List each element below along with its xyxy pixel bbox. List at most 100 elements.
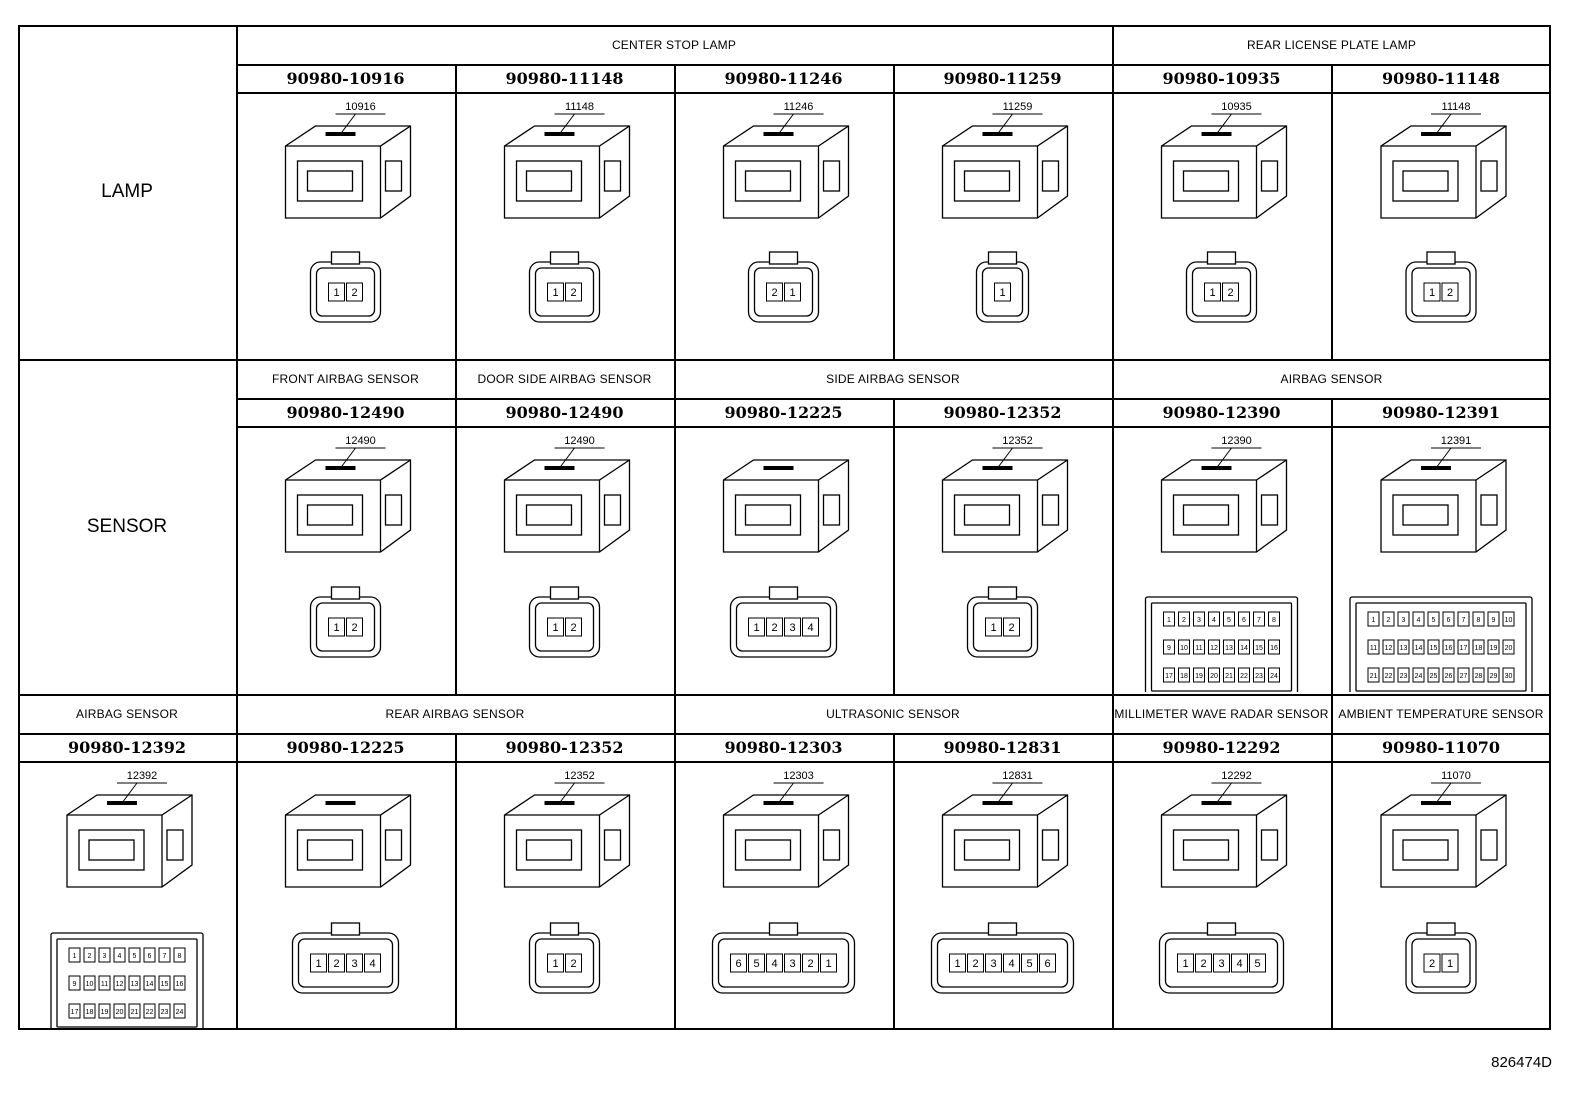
pin-cell <box>565 953 582 973</box>
pin-cell <box>1268 611 1280 627</box>
table-border-left <box>18 25 20 1030</box>
terminal-face-view: 1 <box>975 251 1030 323</box>
pin-cell <box>128 1003 141 1019</box>
pin-number: 1 <box>999 287 1005 299</box>
pin-cell <box>1382 639 1395 655</box>
part-number: 90980-12831 <box>943 737 1062 757</box>
pin-cell <box>1268 639 1280 655</box>
pin-cell <box>1021 953 1038 973</box>
pin-cell <box>985 953 1002 973</box>
pin-cell <box>1178 639 1190 655</box>
pin-number: 6 <box>735 958 741 970</box>
pin-cell <box>1412 639 1425 655</box>
pin-cell <box>1253 639 1265 655</box>
pin-cell <box>346 953 363 973</box>
pin-cell <box>1249 953 1266 973</box>
pin-number: 2 <box>1447 287 1453 299</box>
pin-cell <box>1457 639 1470 655</box>
group-header: AMBIENT TEMPERATURE SENSOR <box>1338 706 1544 721</box>
connector-body-drawing <box>503 125 631 219</box>
pin-cell <box>1253 667 1265 683</box>
pin-cell <box>1204 282 1221 302</box>
connector-body-drawing <box>941 794 1069 888</box>
pin-number: 19 <box>1195 673 1203 680</box>
figure-id: 826474D <box>1491 1054 1552 1071</box>
pin-number: 23 <box>161 1009 169 1016</box>
pin-cell <box>346 282 363 302</box>
connector-body-drawing <box>1380 459 1507 553</box>
group-header: ULTRASONIC SENSOR <box>826 706 960 721</box>
callout-label: 12303 <box>783 770 814 782</box>
pin-cell <box>328 282 345 302</box>
pin-cell <box>113 1003 126 1019</box>
callout-label: 11148 <box>1442 101 1471 113</box>
pin-number: 13 <box>1225 645 1233 652</box>
part-number: 90980-12225 <box>724 402 843 422</box>
section-divider <box>18 359 1551 361</box>
pin-number: 4 <box>118 953 122 960</box>
part-number: 90980-12391 <box>1382 402 1500 422</box>
pin-number: 3 <box>789 622 795 634</box>
pin-number: 6 <box>1242 617 1246 624</box>
pin-number: 11 <box>101 981 108 988</box>
pin-number: 12 <box>116 981 124 988</box>
pin-number: 20 <box>1210 673 1218 680</box>
pin-number: 3 <box>990 958 996 970</box>
pin-number: 4 <box>369 958 375 970</box>
pin-cell <box>113 975 126 991</box>
pin-number: 18 <box>1180 673 1188 680</box>
category-label: LAMP <box>101 181 153 203</box>
pin-number: 21 <box>131 1009 139 1016</box>
pin-number: 1 <box>1447 958 1453 970</box>
pin-cell <box>1382 611 1395 627</box>
pin-number: 7 <box>163 953 167 960</box>
pin-cell <box>565 282 582 302</box>
part-number: 90980-12352 <box>943 402 1062 422</box>
connector-body-drawing <box>284 125 412 219</box>
group-header: REAR AIRBAG SENSOR <box>385 706 525 721</box>
group-header: REAR LICENSE PLATE LAMP <box>1246 37 1417 52</box>
pin-cell <box>1039 953 1056 973</box>
pin-number: 1 <box>1209 287 1215 299</box>
connector-body-drawing <box>941 125 1069 219</box>
pin-number: 30 <box>1505 673 1513 680</box>
pin-number: 16 <box>1270 645 1278 652</box>
pin-number: 5 <box>753 958 759 970</box>
pin-number: 4 <box>771 958 777 970</box>
callout-label: 12490 <box>345 435 376 447</box>
pin-number: 16 <box>176 981 184 988</box>
pin-number: 9 <box>1492 617 1496 624</box>
column-divider <box>455 733 457 1030</box>
pin-number: 25 <box>1430 673 1438 680</box>
pin-number: 12 <box>1210 645 1218 652</box>
pin-number: 3 <box>1402 617 1406 624</box>
callout-label: 12392 <box>127 770 158 782</box>
column-divider <box>1331 733 1333 1030</box>
pin-number: 17 <box>71 1009 79 1016</box>
pin-cell <box>1208 667 1220 683</box>
part-number: 90980-11259 <box>943 68 1062 88</box>
part-number: 90980-10935 <box>1162 68 1281 88</box>
pin-number: 4 <box>1212 617 1216 624</box>
group-header: AIRBAG SENSOR <box>1280 371 1383 386</box>
pin-number: 2 <box>807 958 813 970</box>
pin-cell <box>1427 639 1440 655</box>
pin-number: 4 <box>1008 958 1014 970</box>
column-divider <box>893 733 895 1030</box>
callout-label: 12352 <box>1002 435 1033 447</box>
connector-body-drawing <box>284 794 412 888</box>
pin-number: 27 <box>1460 673 1468 680</box>
group-header: DOOR SIDE AIRBAG SENSOR <box>477 371 652 386</box>
pin-number: 2 <box>351 287 357 299</box>
part-number: 90980-12352 <box>505 737 624 757</box>
